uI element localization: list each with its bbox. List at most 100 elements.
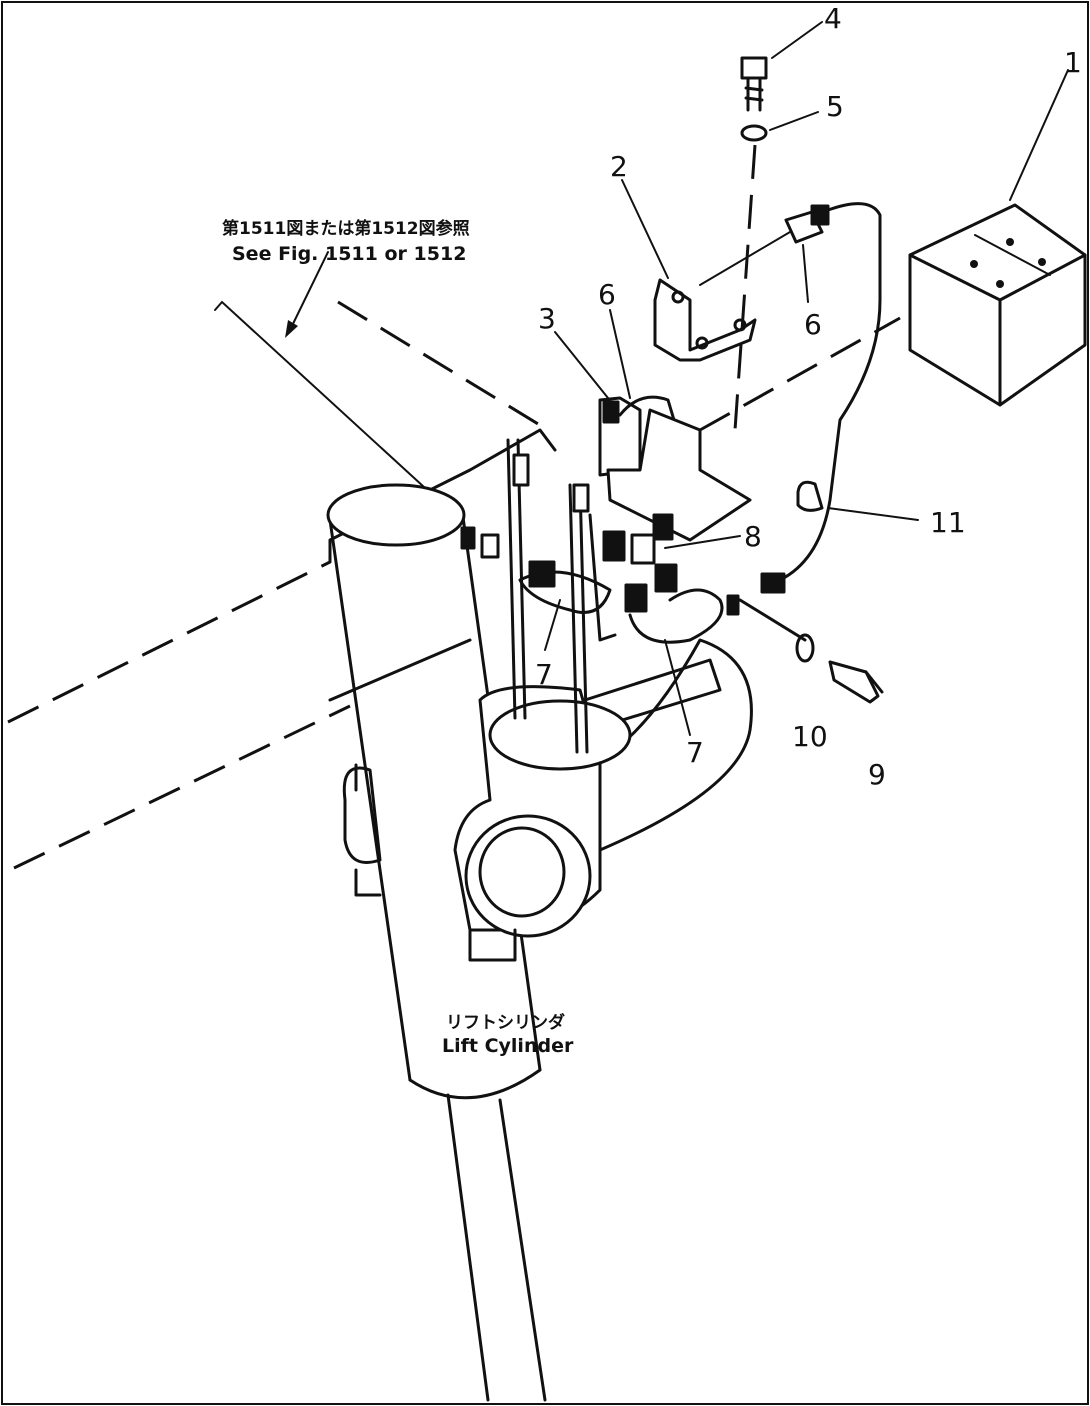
battery-body [908, 203, 1087, 407]
wire-harness-left [214, 300, 461, 521]
relay-connector-b [630, 533, 656, 565]
leader-5 [769, 111, 819, 131]
switch-lead [618, 395, 682, 442]
callout-8: 8 [744, 520, 762, 553]
sensor-nut [810, 204, 830, 226]
callout-9: 9 [868, 758, 886, 791]
chassis-frame [7, 300, 901, 870]
battery-terminal-b [970, 260, 978, 268]
sensor-cable [760, 202, 882, 594]
callout-5: 5 [826, 90, 844, 123]
bracket-hole-a [671, 290, 685, 304]
harness-loop-right [628, 588, 724, 644]
battery-terminal-c [1038, 258, 1046, 266]
clevis-bore [478, 826, 566, 918]
rod-clip-left [512, 453, 530, 487]
relay-connector-a [602, 530, 626, 562]
battery-terminal-a [1006, 238, 1014, 246]
rod-right-b [578, 483, 589, 754]
switch-terminal [602, 400, 620, 424]
see-fig-note-jp: 第1511図または第1512図参照 [222, 218, 470, 239]
cylinder-top-cap [326, 483, 466, 547]
switch-assembly [460, 278, 757, 644]
leader-1 [1009, 69, 1069, 201]
sensor-cable-line [778, 202, 882, 582]
leader-6b [802, 244, 809, 303]
mounting-rods [506, 438, 590, 754]
leader-11 [827, 507, 919, 521]
fasteners [733, 56, 884, 704]
switch-bracket [606, 408, 752, 542]
leader-7b [664, 639, 691, 736]
rod-right-a [568, 483, 579, 754]
leader-7a [544, 599, 561, 651]
cable-clamp [796, 480, 824, 512]
leader-6a [609, 309, 631, 399]
cable-end-connector [760, 572, 786, 594]
bolt-4-head [740, 56, 768, 80]
callout-numbers: 1 2 3 4 5 6 6 7 7 8 9 10 11 [535, 2, 1082, 791]
bolt-4-axis [733, 144, 757, 431]
clevis-top-face [488, 699, 632, 771]
battery-guide-dashed [699, 316, 901, 432]
leader-4 [771, 21, 823, 59]
callout-7a: 7 [535, 658, 553, 691]
rod-left-a [506, 438, 517, 720]
bolt-9 [828, 660, 880, 704]
frame-beam-upper-dashed [7, 560, 331, 724]
lift-cylinder-label-jp: リフトシリンダ [446, 1012, 565, 1033]
cylinder-rod-right [498, 1098, 547, 1402]
callout-6a: 6 [598, 278, 616, 311]
arrow-see-fig [285, 320, 298, 338]
relay-mount-edge [588, 513, 617, 642]
pivot-tube [598, 638, 753, 852]
cylinder-body-left [328, 518, 412, 1082]
bolt-4-shank [744, 76, 764, 112]
cylinder-bottom-edge [408, 1068, 542, 1100]
battery-top-line [974, 234, 1051, 276]
lift-cylinder-label-en: Lift Cylinder [442, 1035, 574, 1057]
frame-top-edge [328, 428, 557, 564]
callout-3: 3 [538, 302, 556, 335]
battery-terminal-d [996, 280, 1004, 288]
lift-cylinder-drawing [326, 483, 753, 1402]
clevis-boss [464, 814, 592, 938]
callout-4: 4 [824, 2, 842, 35]
bolt-9-axis [738, 598, 807, 642]
callout-10: 10 [792, 720, 828, 753]
relay-connector-e [624, 583, 648, 613]
rod-clip-right [572, 483, 590, 513]
leader-see-fig [289, 251, 329, 331]
side-foot-left [354, 868, 382, 897]
see-fig-note-en: See Fig. 1511 or 1512 [232, 243, 466, 265]
bracket-hole-c [733, 318, 747, 332]
callout-7b: 7 [686, 736, 704, 769]
leader-lines [285, 21, 1069, 736]
battery [908, 203, 1087, 407]
relay-connector-d [654, 563, 678, 593]
callout-2: 2 [610, 150, 628, 183]
callout-6b: 6 [804, 308, 822, 341]
bolt-9-head [864, 670, 884, 694]
clevis-foot [468, 928, 517, 962]
harness-loop-left [518, 570, 612, 614]
connector-harness-b [480, 533, 500, 559]
bracket-hole-b [695, 336, 709, 350]
leader-2-to-sensor [699, 231, 791, 286]
relay-connector-c [652, 513, 674, 541]
frame-cross-dashed [337, 300, 549, 432]
connector-left [528, 560, 556, 588]
connector-harness-a [460, 526, 476, 550]
frame-beam-lower-dashed [13, 704, 351, 870]
leader-3 [554, 331, 609, 399]
leader-8 [664, 535, 741, 549]
side-boss-left [342, 766, 382, 864]
callout-11: 11 [930, 506, 966, 539]
notes: 第1511図または第1512図参照 See Fig. 1511 or 1512 … [222, 218, 574, 1057]
ground-terminal [726, 594, 740, 616]
leader-2 [621, 179, 669, 279]
cylinder-rod-left [446, 1093, 490, 1402]
washer-5 [740, 124, 768, 142]
